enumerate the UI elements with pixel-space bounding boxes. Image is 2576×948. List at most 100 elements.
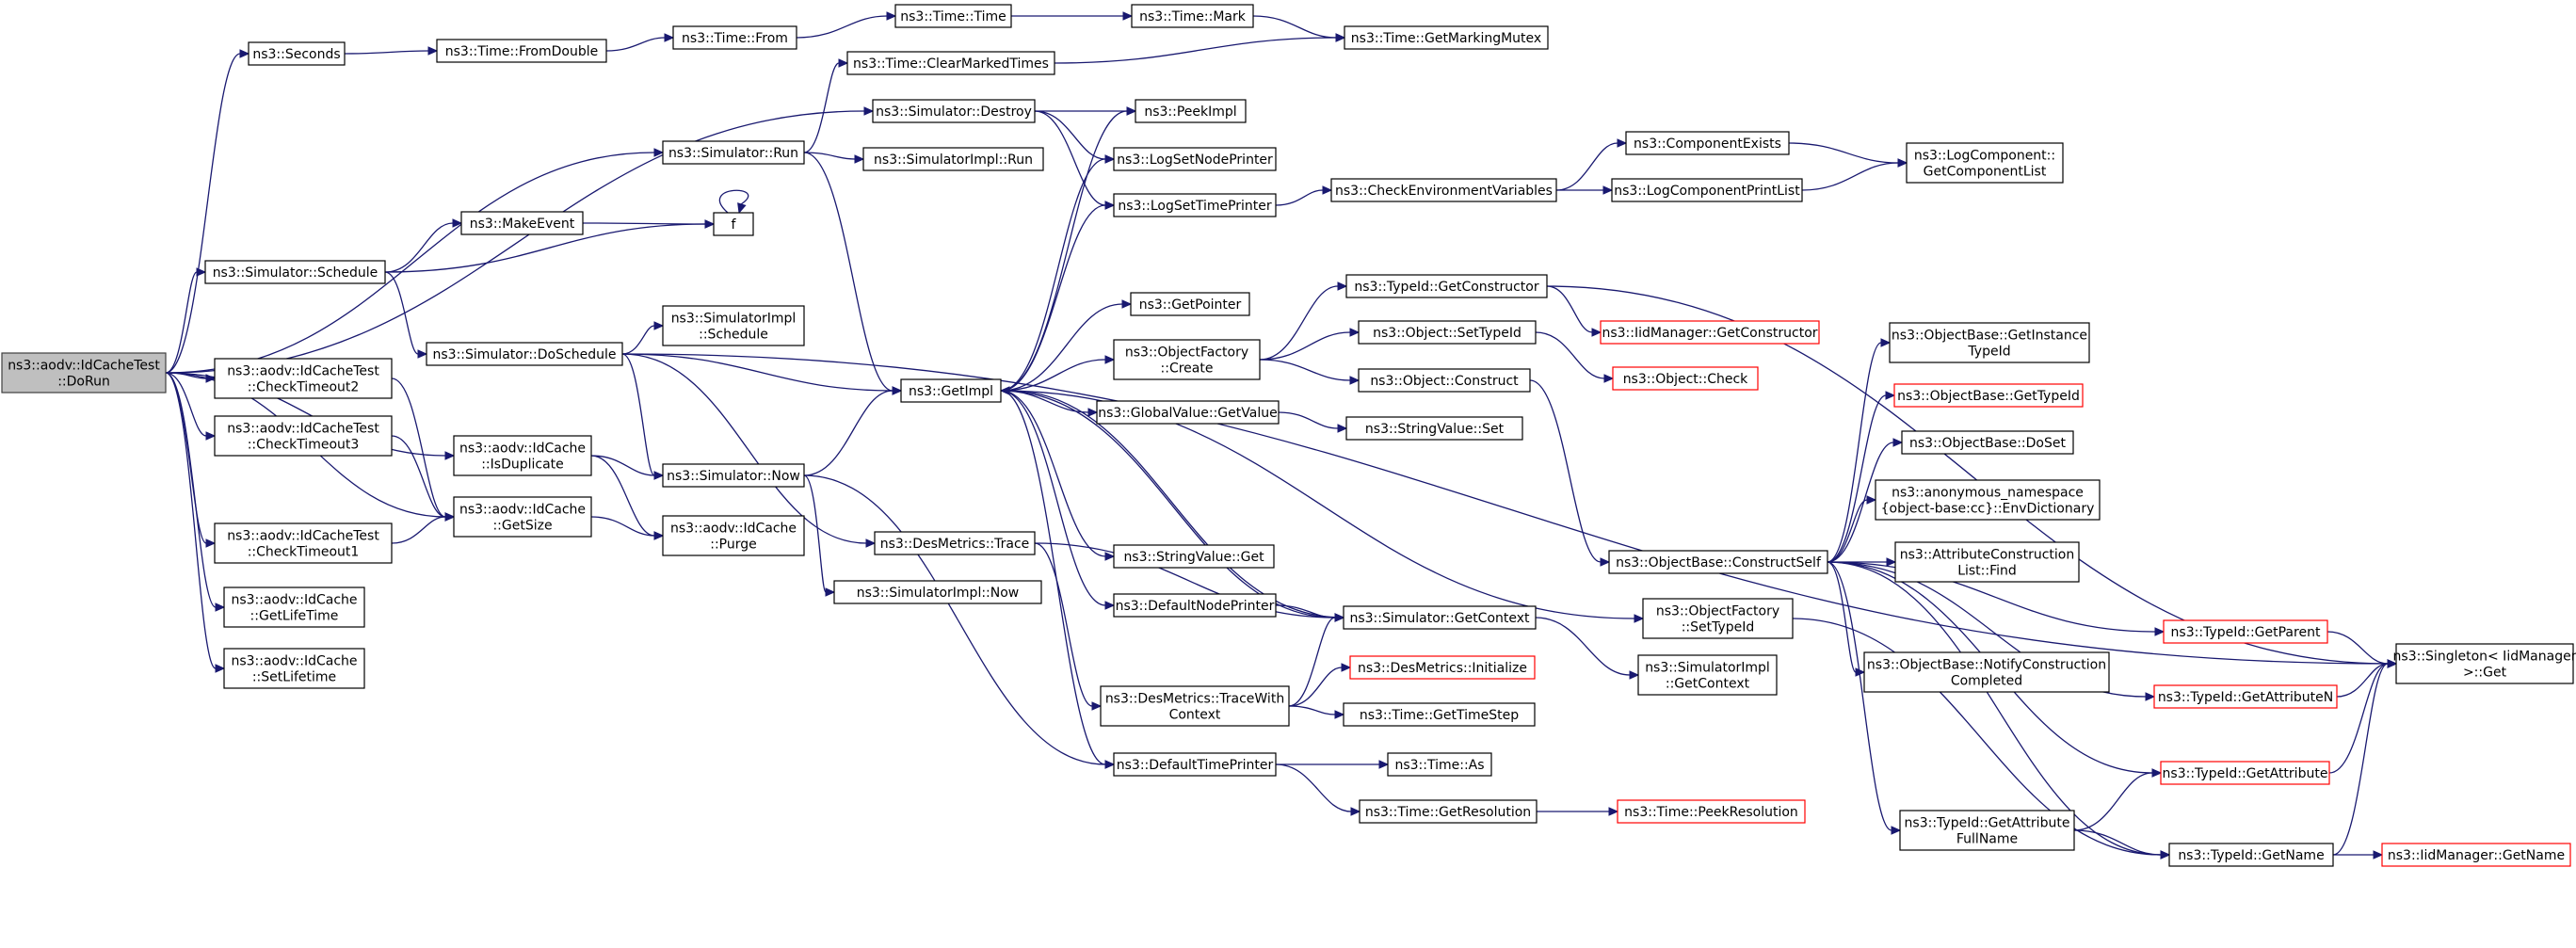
function-node-implgetcontext[interactable]: ns3::SimulatorImpl::GetContext (1637, 654, 1778, 696)
function-node-iidgetname[interactable]: ns3::IidManager::GetName (2381, 843, 2571, 867)
function-node-checkenv[interactable]: ns3::CheckEnvironmentVariables (1330, 178, 1557, 202)
function-node-iidctor[interactable]: ns3::IidManager::GetConstructor (1600, 320, 1820, 345)
function-node-doschedule[interactable]: ns3::Simulator::DoSchedule (426, 342, 623, 366)
function-node-implschedule[interactable]: ns3::SimulatorImpl::Schedule (662, 305, 805, 346)
function-node-peekres[interactable]: ns3::Time::PeekResolution (1617, 799, 1806, 824)
call-edge-from-to-timetime (796, 11, 897, 39)
node-label: ns3::Simulator::Schedule (213, 265, 378, 281)
function-node-initialize[interactable]: ns3::DesMetrics::Initialize (1349, 655, 1536, 680)
function-node-f[interactable]: f (713, 212, 754, 236)
function-node-root[interactable]: ns3::aodv::IdCacheTest::DoRun (1, 352, 167, 394)
edge-arrowhead (417, 349, 428, 359)
function-node-peekimpl[interactable]: ns3::PeekImpl (1135, 99, 1247, 123)
function-node-logtime[interactable]: ns3::LogSetTimePrinter (1113, 193, 1277, 217)
function-node-svset[interactable]: ns3::StringValue::Set (1345, 416, 1523, 441)
edge-line (1000, 390, 1106, 557)
function-node-lognode[interactable]: ns3::LogSetNodePrinter (1113, 147, 1277, 171)
edge-arrowhead (1617, 138, 1628, 148)
function-node-getcontext[interactable]: ns3::Simulator::GetContext (1343, 605, 1537, 630)
function-node-markingmutex[interactable]: ns3::Time::GetMarkingMutex (1344, 25, 1549, 50)
call-edge-deftime-to-getres (1275, 763, 1361, 816)
function-node-factorycreate[interactable]: ns3::ObjectFactory::Create (1113, 339, 1261, 380)
node-box (453, 435, 592, 476)
function-node-makeevent[interactable]: ns3::MakeEvent (460, 211, 584, 235)
function-node-ofsettypeid[interactable]: ns3::ObjectFactory::SetTypeId (1642, 598, 1794, 639)
node-label: ns3::DesMetrics::TraceWith (1105, 692, 1284, 707)
edge-line (590, 455, 655, 476)
function-node-svget[interactable]: ns3::StringValue::Get (1113, 544, 1275, 569)
function-node-gvgetvalue[interactable]: ns3::GlobalValue::GetValue (1096, 400, 1280, 425)
edge-line (165, 372, 217, 608)
function-node-constructself[interactable]: ns3::ObjectBase::ConstructSelf (1608, 550, 1828, 574)
function-node-getname[interactable]: ns3::TypeId::GetName (2168, 843, 2334, 867)
function-node-now[interactable]: ns3::Simulator::Now (662, 463, 805, 488)
function-node-getcomplist[interactable]: ns3::LogComponent::GetComponentList (1906, 142, 2064, 184)
function-node-timeas[interactable]: ns3::Time::As (1387, 752, 1492, 777)
function-node-notifyconst[interactable]: ns3::ObjectBase::NotifyConstructionCompl… (1863, 651, 2110, 693)
call-edge-doschedule-to-trace (621, 353, 877, 548)
node-label: ns3::Singleton< IidManager (2393, 650, 2576, 665)
node-label: ns3::DefaultNodePrinter (1116, 599, 1275, 614)
node-label: ::DoRun (57, 375, 110, 390)
function-node-getparent[interactable]: ns3::TypeId::GetParent (2163, 619, 2328, 644)
function-node-getimpl[interactable]: ns3::GetImpl (900, 378, 1002, 403)
function-node-envdict[interactable]: ns3::anonymous_namespace{object-base:cc}… (1875, 479, 2101, 521)
function-node-getattrn[interactable]: ns3::TypeId::GetAttributeN (2153, 684, 2338, 709)
function-node-ct3[interactable]: ns3::aodv::IdCacheTest::CheckTimeout3 (214, 415, 393, 457)
function-node-timetime[interactable]: ns3::Time::Time (894, 4, 1012, 28)
function-node-mark[interactable]: ns3::Time::Mark (1131, 4, 1254, 28)
function-node-compexists[interactable]: ns3::ComponentExists (1625, 131, 1790, 155)
function-node-objsettypeid[interactable]: ns3::Object::SetTypeId (1358, 320, 1537, 345)
function-node-fromdouble[interactable]: ns3::Time::FromDouble (436, 39, 607, 63)
edge-line (718, 189, 749, 214)
function-node-setlifetime[interactable]: ns3::aodv::IdCache::SetLifetime (223, 648, 365, 689)
function-node-getres[interactable]: ns3::Time::GetResolution (1359, 799, 1538, 824)
function-node-ct1[interactable]: ns3::aodv::IdCacheTest::CheckTimeout1 (214, 522, 393, 564)
node-box (223, 648, 365, 689)
function-node-objcheck[interactable]: ns3::Object::Check (1612, 366, 1759, 391)
function-node-purge[interactable]: ns3::aodv::IdCache::Purge (662, 515, 805, 556)
edge-line (1827, 561, 2162, 856)
node-label: >::Get (2463, 666, 2507, 681)
function-node-getattr[interactable]: ns3::TypeId::GetAttribute (2160, 761, 2330, 785)
function-node-gettimestep[interactable]: ns3::Time::GetTimeStep (1343, 702, 1536, 727)
function-node-schedule[interactable]: ns3::Simulator::Schedule (204, 260, 386, 284)
function-node-trace[interactable]: ns3::DesMetrics::Trace (874, 531, 1036, 555)
function-node-singleton[interactable]: ns3::Singleton< IidManager>::Get (2393, 643, 2576, 684)
function-node-getsize[interactable]: ns3::aodv::IdCache::GetSize (453, 496, 592, 538)
node-box (1625, 131, 1790, 155)
function-node-defnode[interactable]: ns3::DefaultNodePrinter (1113, 593, 1277, 618)
node-label: ns3::ObjectBase::ConstructSelf (1616, 555, 1822, 570)
function-node-getlifetime[interactable]: ns3::aodv::IdCache::GetLifeTime (223, 586, 365, 628)
function-node-seconds[interactable]: ns3::Seconds (248, 41, 346, 66)
node-label: ::CheckTimeout1 (248, 545, 360, 560)
function-node-from[interactable]: ns3::Time::From (672, 25, 797, 50)
function-node-implrun[interactable]: ns3::SimulatorImpl::Run (862, 147, 1044, 171)
function-node-run[interactable]: ns3::Simulator::Run (662, 140, 805, 165)
function-node-isdup[interactable]: ns3::aodv::IdCache::IsDuplicate (453, 435, 592, 476)
function-node-obgettypeid[interactable]: ns3::ObjectBase::GetTypeId (1893, 383, 2084, 408)
function-node-implnow[interactable]: ns3::SimulatorImpl::Now (833, 580, 1042, 604)
node-box (1345, 416, 1523, 441)
node-label: ns3::GetPointer (1139, 297, 1242, 313)
edge-line (1000, 204, 1106, 392)
function-node-deftime[interactable]: ns3::DefaultTimePrinter (1113, 752, 1277, 777)
function-node-getctor[interactable]: ns3::TypeId::GetConstructor (1345, 274, 1548, 298)
function-node-obdoset[interactable]: ns3::ObjectBase::DoSet (1901, 430, 2074, 455)
function-node-logprint[interactable]: ns3::LogComponentPrintList (1611, 178, 1803, 202)
function-node-clearmarked[interactable]: ns3::Time::ClearMarkedTimes (846, 51, 1055, 75)
edge-arrowhead (1337, 424, 1348, 433)
edge-line (1535, 617, 1631, 676)
edge-arrowhead (653, 471, 665, 480)
function-node-objconstruct[interactable]: ns3::Object::Construct (1358, 368, 1531, 393)
function-node-destroy[interactable]: ns3::Simulator::Destroy (872, 99, 1036, 123)
function-node-ct2[interactable]: ns3::aodv::IdCacheTest::CheckTimeout2 (214, 358, 393, 399)
node-label: ns3::SimulatorImpl::Run (874, 153, 1033, 168)
edge-line (1288, 617, 1336, 707)
function-node-getpointer[interactable]: ns3::GetPointer (1130, 292, 1250, 316)
node-label: ns3::TypeId::GetAttributeN (2158, 690, 2333, 705)
